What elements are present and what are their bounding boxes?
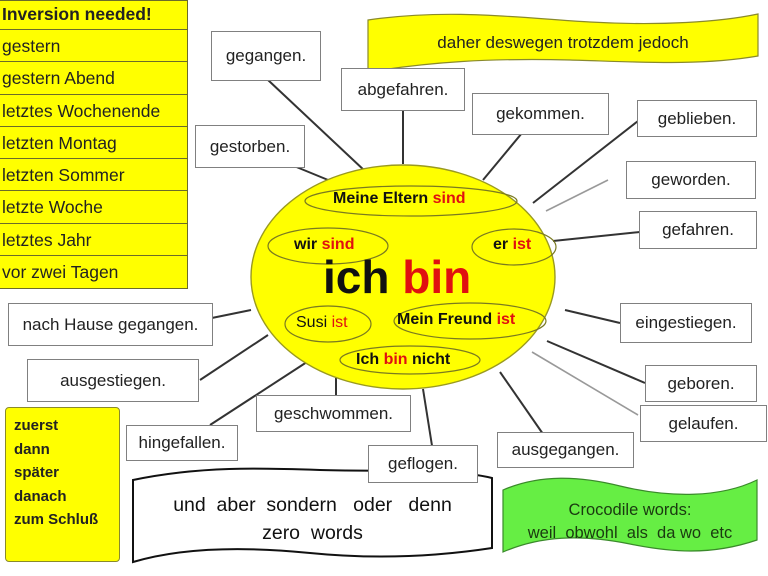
participle-box: gegangen. — [211, 31, 321, 81]
participle-box: geschwommen. — [256, 395, 411, 432]
sequence-word: dann — [14, 440, 50, 458]
crocodile-line2: weil obwohl als da wo etc — [527, 524, 733, 542]
inversion-item: gestern Abend — [0, 62, 187, 95]
main-phrase-ich-bin: ich bin — [323, 252, 471, 302]
zero-words-shape — [132, 467, 493, 564]
phrase-er: er ist — [493, 236, 532, 253]
center-ellipse — [250, 164, 556, 390]
inversion-item: letztes Jahr — [0, 224, 187, 257]
participle-box: abgefahren. — [341, 68, 465, 111]
phrase-mein-freund: Mein Freund ist — [397, 311, 516, 328]
participle-box: geflogen. — [368, 445, 478, 483]
sequence-word: danach — [14, 487, 67, 505]
inversion-item: letzte Woche — [0, 191, 187, 224]
participle-box: gefahren. — [639, 211, 757, 249]
participle-box: nach Hause gegangen. — [8, 303, 213, 346]
sequence-word: zuerst — [14, 417, 59, 434]
top-banner-shape — [367, 13, 759, 73]
participle-box: gekommen. — [472, 93, 609, 135]
participle-box: geworden. — [626, 161, 756, 199]
inversion-item: letzten Montag — [0, 127, 187, 160]
participle-box: gestorben. — [195, 125, 305, 168]
inversion-item: vor zwei Tagen — [2, 262, 119, 283]
inversion-header: Inversion needed! — [0, 1, 187, 30]
participle-box: hingefallen. — [126, 425, 238, 461]
sequence-word: später — [14, 464, 60, 481]
sequence-word: zum Schluß — [14, 511, 99, 528]
inversion-item: gestern — [0, 30, 187, 63]
crocodile-shape — [502, 477, 758, 553]
participle-box: geboren. — [645, 365, 757, 402]
participle-box: eingestiegen. — [620, 303, 752, 343]
phrase-susi: Susi ist — [296, 314, 348, 331]
inversion-item: letzten Sommer — [0, 159, 187, 192]
phrase-ich-bin-nicht: Ich bin nicht — [356, 351, 451, 368]
participle-box: geblieben. — [637, 100, 757, 137]
main-subject: ich — [323, 251, 390, 303]
zero-words-line1: und aber sondern oder denn — [173, 494, 452, 516]
phrase-wir: wir sind — [294, 236, 355, 253]
top-banner-text: daher deswegen trotzdem jedoch — [437, 33, 689, 52]
crocodile-line1: Crocodile words: — [568, 501, 692, 519]
phrase-meine-eltern: Meine Eltern sind — [333, 190, 466, 207]
participle-box: ausgegangen. — [497, 432, 634, 468]
zero-words-line2: zero words — [262, 522, 363, 544]
main-verb: bin — [402, 251, 472, 303]
inversion-item: letztes Wochenende — [0, 95, 187, 127]
sequence-words-box: zuerst dann später danach zum Schluß — [5, 407, 120, 562]
participle-box: gelaufen. — [640, 405, 767, 442]
inversion-table: Inversion needed! gestern gestern Abend … — [0, 0, 188, 290]
participle-box: ausgestiegen. — [27, 359, 199, 402]
